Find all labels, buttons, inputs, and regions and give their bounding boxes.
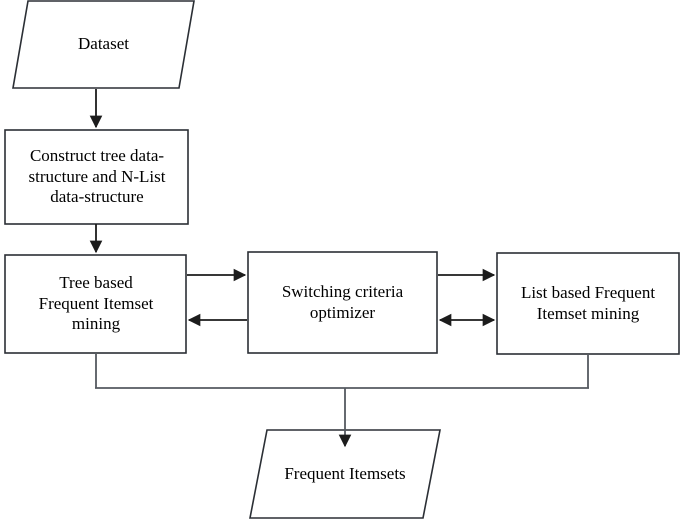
node-shape-switching-optimizer (247, 251, 438, 354)
node-shape-dataset (12, 0, 195, 89)
node-shape-list-mining (496, 252, 680, 355)
node-shape-output (249, 429, 441, 519)
node-shape-tree-mining (4, 254, 187, 354)
node-shape-construct (4, 129, 189, 225)
